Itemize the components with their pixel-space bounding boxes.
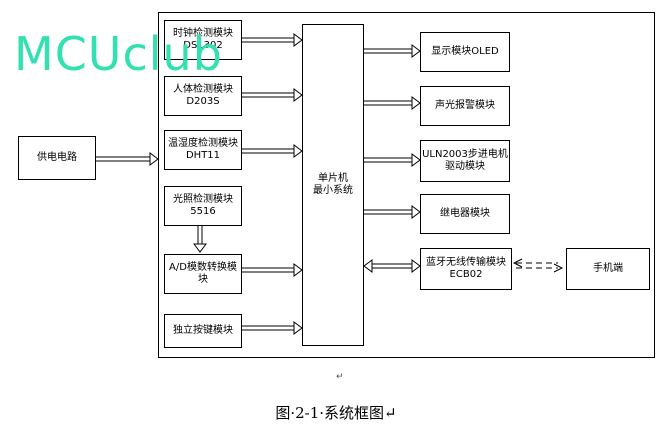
arrow-mcu-to-oled [364,44,421,58]
arrow-bluetooth-phone-heads [512,258,564,273]
arrow-bluetooth-phone-wireless [516,262,558,269]
adc-module-label-cont: 块 [198,274,208,285]
mcu-label-sub: 最小系统 [313,185,353,196]
temp-module-part: DHT11 [185,150,221,161]
relay-module-box: 继电器模块 [420,194,510,234]
system-boundary [158,12,655,358]
power-supply-box: 供电电路 [18,136,96,180]
human-module-part: D203S [186,96,220,107]
power-supply-label: 供电电路 [37,152,77,163]
adc-module-box: A/D模数转换模 块 [164,254,242,294]
watermark-logo: MCUclub [14,27,223,81]
light-module-box: 光照检测模块 5516 [164,186,242,226]
bluetooth-module-box: 蓝牙无线传输模块 ECB02 [420,248,512,290]
arrow-mcu-to-relay [364,205,421,219]
human-module-label: 人体检测模块 [173,84,233,95]
keys-module-label: 独立按键模块 [173,325,233,336]
temp-module-label: 温湿度检测模块 [168,138,238,149]
stepper-module-part: 驱动模块 [445,161,485,172]
oled-module-box: 显示模块OLED [420,32,510,72]
arrow-mcu-bluetooth-bidirectional [363,259,421,273]
stepper-module-label: ULN2003步进电机 [422,149,508,160]
clock-module-label: 时钟检测模块 [173,28,233,39]
human-module-box: 人体检测模块 D203S [164,76,242,116]
stepper-module-box: ULN2003步进电机 驱动模块 [420,140,510,182]
alarm-module-box: 声光报警模块 [420,86,510,126]
adc-module-label: A/D模数转换模 [169,262,237,273]
bluetooth-module-part: ECB02 [449,269,483,280]
arrow-adc-to-mcu [242,263,303,277]
light-module-part: 5516 [190,206,216,217]
arrow-keys-to-mcu [242,321,303,335]
arrow-mcu-to-stepper [364,153,421,167]
clock-module-box: 时钟检测模块 DS1302 [164,20,242,60]
mcu-box: 单片机 最小系统 [302,24,364,346]
alarm-module-label: 声光报警模块 [435,100,495,111]
clock-module-part: DS1302 [183,40,223,51]
relay-module-label: 继电器模块 [440,208,490,219]
light-module-label: 光照检测模块 [173,194,233,205]
mcu-label: 单片机 [318,173,348,184]
bluetooth-module-label: 蓝牙无线传输模块 [426,257,506,268]
arrow-temp-to-mcu [242,144,303,158]
arrow-power-to-system [96,152,159,166]
oled-module-label: 显示模块OLED [431,46,499,57]
arrow-mcu-to-alarm [364,96,421,110]
phone-box: 手机端 [566,248,650,290]
keys-module-box: 独立按键模块 [164,314,242,348]
temp-module-box: 温湿度检测模块 DHT11 [164,130,242,170]
arrow-light-to-adc [193,226,207,253]
phone-label: 手机端 [593,263,623,274]
arrow-human-to-mcu [242,88,303,102]
figure-caption: 图·2-1·系统框图↵ [275,404,397,422]
paragraph-mark: ↵ [336,372,344,382]
arrow-clock-to-mcu [242,33,303,47]
